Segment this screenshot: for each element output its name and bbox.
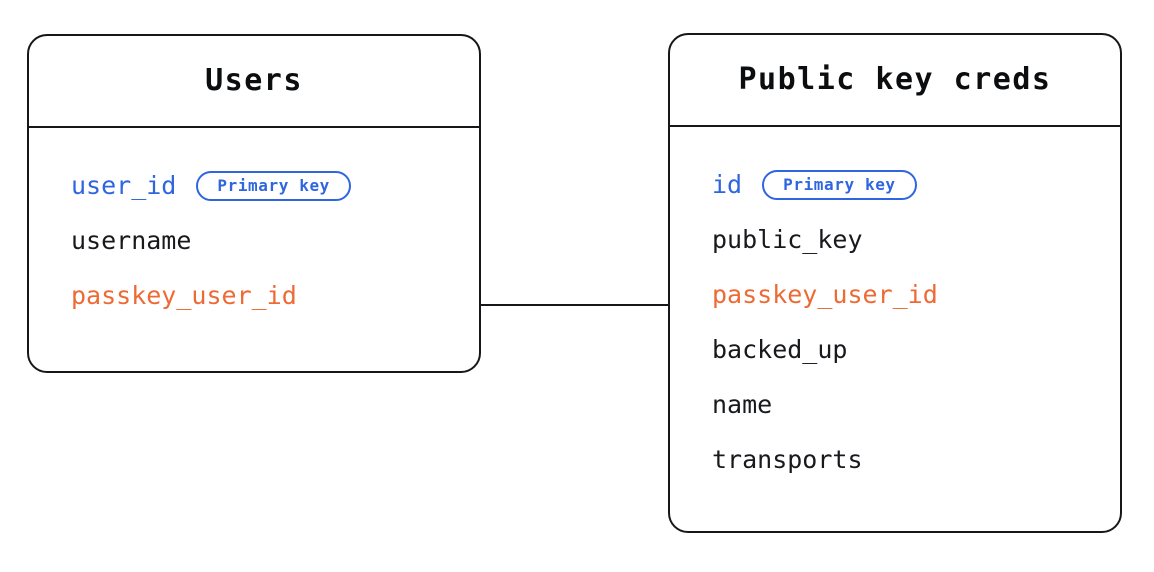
field-row-id[interactable]: id Primary key: [670, 157, 1120, 212]
field-row-transports[interactable]: transports: [670, 432, 1120, 487]
field-row-name[interactable]: name: [670, 377, 1120, 432]
field-name-name: name: [712, 390, 773, 419]
field-name-username: username: [71, 226, 192, 255]
field-name-public-key: public_key: [712, 225, 863, 254]
field-row-passkey-user-id[interactable]: passkey_user_id: [29, 268, 479, 323]
entity-public-key-creds-title: Public key creds: [738, 62, 1052, 97]
field-row-user-id[interactable]: user_id Primary key: [29, 158, 479, 213]
entity-users[interactable]: Users user_id Primary key username passk…: [27, 34, 481, 373]
field-name-user-id: user_id: [71, 171, 177, 200]
field-name-passkey-user-id: passkey_user_id: [712, 280, 938, 309]
field-name-passkey-user-id: passkey_user_id: [71, 281, 297, 310]
field-name-backed-up: backed_up: [712, 335, 848, 364]
entity-public-key-creds-field-list: id Primary key public_key passkey_user_i…: [670, 127, 1120, 487]
field-name-id: id: [712, 170, 743, 199]
field-row-username[interactable]: username: [29, 213, 479, 268]
field-name-transports: transports: [712, 445, 863, 474]
primary-key-badge: Primary key: [762, 169, 917, 200]
entity-public-key-creds-header: Public key creds: [670, 35, 1120, 127]
entity-users-title: Users: [205, 63, 303, 98]
primary-key-badge: Primary key: [196, 170, 351, 201]
entity-users-header: Users: [29, 36, 479, 128]
relationship-connector-line: [479, 304, 670, 306]
entity-users-field-list: user_id Primary key username passkey_use…: [29, 128, 479, 323]
entity-public-key-creds[interactable]: Public key creds id Primary key public_k…: [668, 33, 1122, 533]
field-row-public-key[interactable]: public_key: [670, 212, 1120, 267]
field-row-passkey-user-id[interactable]: passkey_user_id: [670, 267, 1120, 322]
field-row-backed-up[interactable]: backed_up: [670, 322, 1120, 377]
